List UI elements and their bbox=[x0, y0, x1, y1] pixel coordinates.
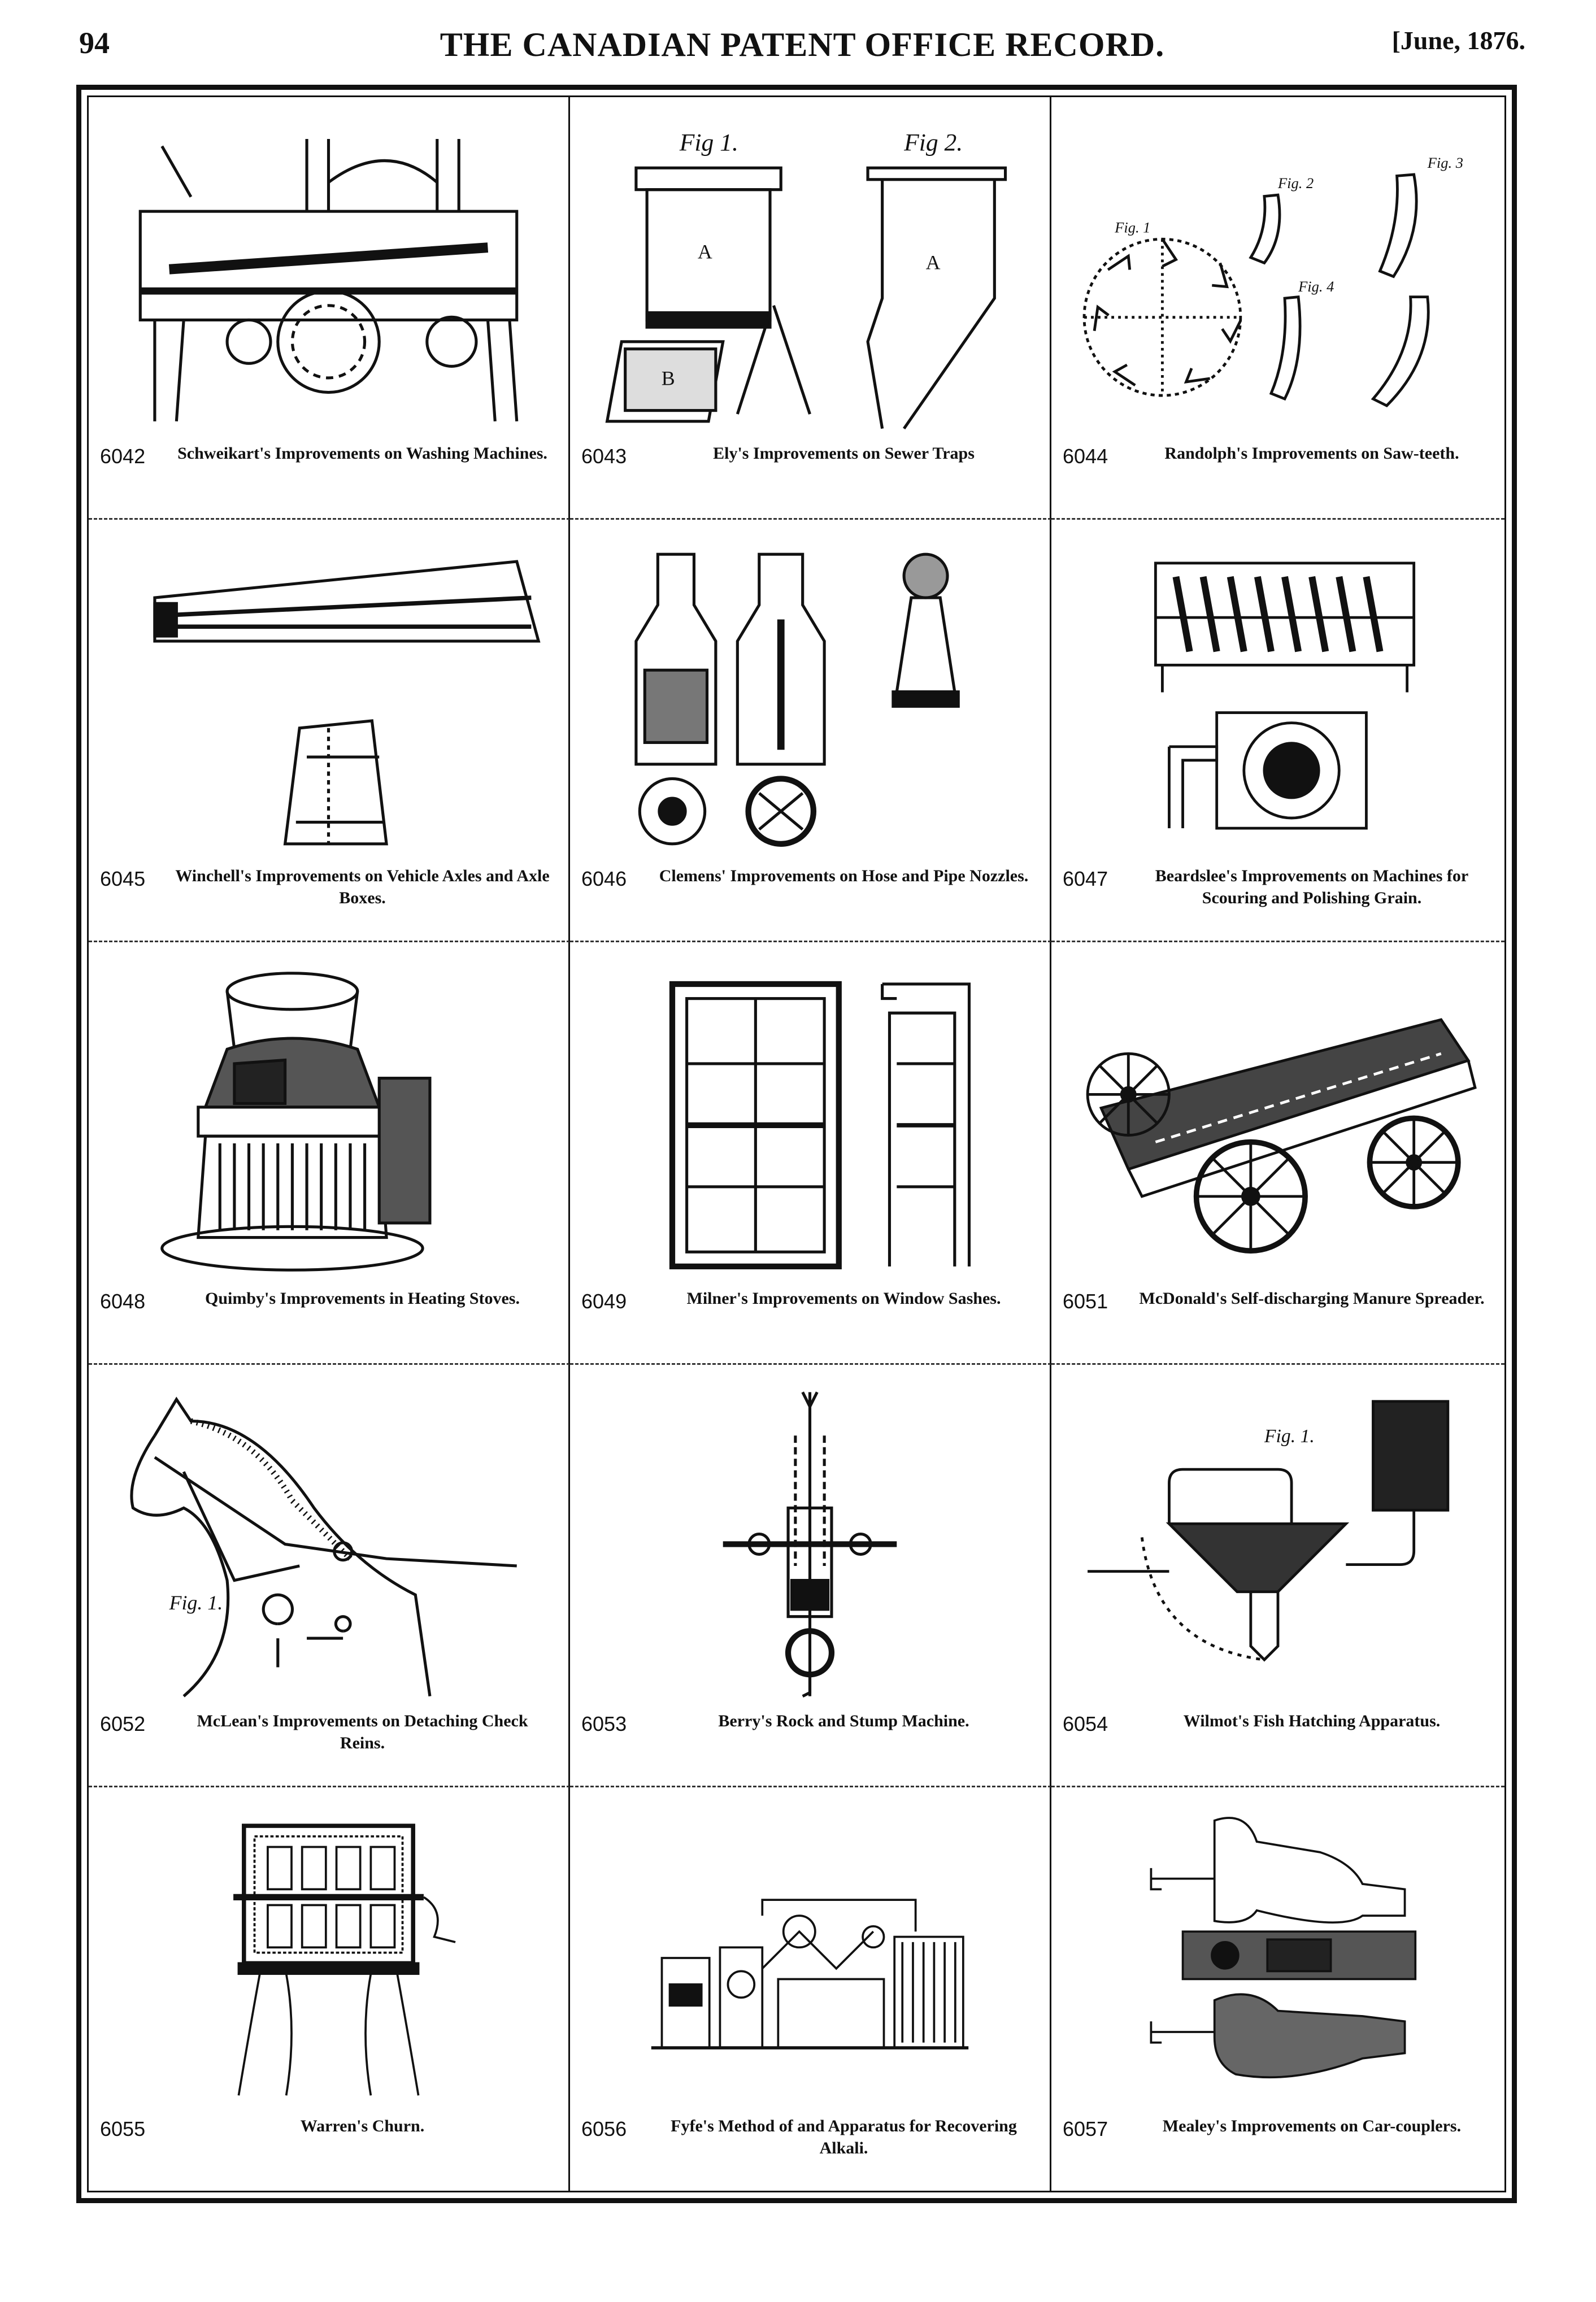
patent-title: Mealey's Improvements on Car-couplers. bbox=[1162, 2117, 1462, 2135]
car-coupler-icon bbox=[1074, 1810, 1482, 2106]
patent-cell-6053: 6053 Berry's Rock and Stump Machine. bbox=[570, 1365, 1051, 1787]
patent-number: 6052 bbox=[100, 1712, 146, 1735]
patent-grid: 6042 Schweikart's Improvements on Washin… bbox=[87, 95, 1506, 2192]
patent-title: Beardslee's Improvements on Machines for… bbox=[1155, 867, 1469, 907]
patent-number: 6051 bbox=[1063, 1290, 1108, 1313]
patent-title: Randolph's Improvements on Saw-teeth. bbox=[1164, 444, 1459, 463]
stump-machine-icon bbox=[593, 1387, 1027, 1701]
patent-title: McLean's Improvements on Detaching Check… bbox=[197, 1712, 528, 1752]
svg-text:Fig. 1: Fig. 1 bbox=[1114, 219, 1150, 236]
patent-number: 6056 bbox=[581, 2117, 627, 2140]
patent-cell-6046: 6046 Clemens' Improvements on Hose and P… bbox=[570, 520, 1051, 942]
fish-hatching-icon: Fig. 1. bbox=[1074, 1387, 1482, 1701]
patent-cell-6047: 6047 Beardslee's Improvements on Machine… bbox=[1051, 520, 1504, 942]
patent-number: 6044 bbox=[1063, 445, 1108, 468]
patent-caption: 6053 Berry's Rock and Stump Machine. bbox=[581, 1710, 1038, 1772]
patent-number: 6043 bbox=[581, 445, 627, 468]
patent-number: 6047 bbox=[1063, 867, 1108, 890]
patent-caption: 6051 McDonald's Self-discharging Manure … bbox=[1063, 1287, 1493, 1350]
patent-cell-6042: 6042 Schweikart's Improvements on Washin… bbox=[89, 97, 570, 520]
patent-number: 6046 bbox=[581, 867, 627, 890]
patent-caption: 6044 Randolph's Improvements on Saw-teet… bbox=[1063, 442, 1493, 504]
patent-number: 6053 bbox=[581, 1712, 627, 1735]
page-number: 94 bbox=[79, 26, 110, 60]
patent-caption: 6048 Quimby's Improvements in Heating St… bbox=[100, 1287, 557, 1350]
svg-text:Fig. 1.: Fig. 1. bbox=[1264, 1426, 1315, 1447]
patent-cell-6051: 6051 McDonald's Self-discharging Manure … bbox=[1051, 942, 1504, 1365]
patent-caption: 6046 Clemens' Improvements on Hose and P… bbox=[581, 865, 1038, 927]
patent-cell-6054: Fig. 1. 6054 Wilmot's Fish Hatching Appa… bbox=[1051, 1365, 1504, 1787]
saw-teeth-icon: Fig. 1 Fig. 2 Fig. 3 Fig. 4 bbox=[1074, 120, 1482, 433]
svg-text:Fig. 1.: Fig. 1. bbox=[169, 1591, 223, 1614]
heating-stove-icon bbox=[111, 965, 546, 1278]
patent-title: Milner's Improvements on Window Sashes. bbox=[686, 1289, 1001, 1308]
patent-caption: 6045 Winchell's Improvements on Vehicle … bbox=[100, 865, 557, 927]
horse-check-rein-icon: Fig. 1. bbox=[111, 1387, 546, 1701]
hose-nozzle-icon bbox=[593, 542, 1027, 856]
fig4-label: Fig. 4 bbox=[1298, 278, 1334, 295]
washing-machine-icon bbox=[111, 120, 546, 433]
patent-cell-6055: 6055 Warren's Churn. bbox=[89, 1787, 570, 2191]
patent-caption: 6047 Beardslee's Improvements on Machine… bbox=[1063, 865, 1493, 927]
patent-caption: 6054 Wilmot's Fish Hatching Apparatus. bbox=[1063, 1710, 1493, 1772]
page-header: 94 THE CANADIAN PATENT OFFICE RECORD. [J… bbox=[79, 25, 1525, 71]
fig2-label: Fig 2. bbox=[903, 129, 963, 156]
patent-caption: 6049 Milner's Improvements on Window Sas… bbox=[581, 1287, 1038, 1350]
svg-text:A: A bbox=[926, 251, 941, 274]
patent-title: Wilmot's Fish Hatching Apparatus. bbox=[1183, 1712, 1441, 1730]
patent-cell-6057: 6057 Mealey's Improvements on Car-couple… bbox=[1051, 1787, 1504, 2191]
patent-number: 6054 bbox=[1063, 1712, 1108, 1735]
vehicle-axle-icon bbox=[111, 542, 546, 856]
patent-cell-6045: 6045 Winchell's Improvements on Vehicle … bbox=[89, 520, 570, 942]
patent-title: Clemens' Improvements on Hose and Pipe N… bbox=[659, 867, 1029, 885]
patent-cell-6043: Fig 1. Fig 2. A A B 6043 Ely's Im bbox=[570, 97, 1051, 520]
window-sash-icon bbox=[593, 965, 1027, 1278]
issue-date: [June, 1876. bbox=[1391, 26, 1525, 55]
patent-title: Schweikart's Improvements on Washing Mac… bbox=[177, 444, 547, 463]
patent-number: 6055 bbox=[100, 2117, 146, 2140]
churn-icon bbox=[111, 1810, 546, 2106]
patent-grid-frame: 6042 Schweikart's Improvements on Washin… bbox=[76, 85, 1517, 2203]
patent-number: 6045 bbox=[100, 867, 146, 890]
patent-cell-6044: Fig. 1 Fig. 2 Fig. 3 Fig. 4 6044 Randolp… bbox=[1051, 97, 1504, 520]
alkali-apparatus-icon bbox=[593, 1810, 1027, 2106]
patent-number: 6042 bbox=[100, 445, 146, 468]
patent-title: Warren's Churn. bbox=[300, 2117, 425, 2135]
svg-text:A: A bbox=[698, 240, 712, 263]
patent-caption: 6055 Warren's Churn. bbox=[100, 2115, 557, 2177]
patent-number: 6048 bbox=[100, 1290, 146, 1313]
grain-scourer-icon bbox=[1074, 542, 1482, 856]
fig3-label: Fig. 3 bbox=[1427, 154, 1463, 171]
fig1-label: Fig 1. bbox=[679, 129, 738, 156]
patent-cell-6052: Fig. 1. 6052 McLean's Improvements on De… bbox=[89, 1365, 570, 1787]
svg-text:Fig. 2: Fig. 2 bbox=[1277, 175, 1314, 192]
patent-title: McDonald's Self-discharging Manure Sprea… bbox=[1139, 1289, 1485, 1308]
svg-text:B: B bbox=[662, 367, 675, 390]
patent-title: Winchell's Improvements on Vehicle Axles… bbox=[175, 867, 550, 907]
patent-cell-6048: 6048 Quimby's Improvements in Heating St… bbox=[89, 942, 570, 1365]
patent-caption: 6056 Fyfe's Method of and Apparatus for … bbox=[581, 2115, 1038, 2177]
patent-cell-6049: 6049 Milner's Improvements on Window Sas… bbox=[570, 942, 1051, 1365]
patent-title: Quimby's Improvements in Heating Stoves. bbox=[205, 1289, 520, 1308]
patent-caption: 6042 Schweikart's Improvements on Washin… bbox=[100, 442, 557, 504]
patent-caption: 6043 Ely's Improvements on Sewer Traps bbox=[581, 442, 1038, 504]
patent-number: 6049 bbox=[581, 1290, 627, 1313]
sewer-trap-icon: Fig 1. Fig 2. A A B bbox=[593, 120, 1027, 433]
patent-title: Ely's Improvements on Sewer Traps bbox=[713, 444, 975, 463]
patent-title: Fyfe's Method of and Apparatus for Recov… bbox=[671, 2117, 1017, 2157]
patent-caption: 6057 Mealey's Improvements on Car-couple… bbox=[1063, 2115, 1493, 2177]
journal-title: THE CANADIAN PATENT OFFICE RECORD. bbox=[440, 26, 1165, 63]
patent-cell-6056: 6056 Fyfe's Method of and Apparatus for … bbox=[570, 1787, 1051, 2191]
patent-number: 6057 bbox=[1063, 2117, 1108, 2140]
patent-title: Berry's Rock and Stump Machine. bbox=[718, 1712, 969, 1730]
manure-spreader-icon bbox=[1074, 965, 1482, 1278]
patent-caption: 6052 McLean's Improvements on Detaching … bbox=[100, 1710, 557, 1772]
